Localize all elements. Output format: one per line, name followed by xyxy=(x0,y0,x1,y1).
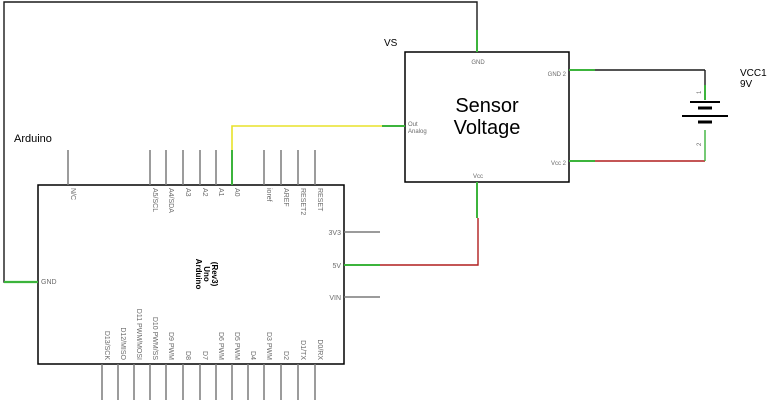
pin-label-a3: A3 xyxy=(184,188,191,197)
battery-pin2-label: 2 xyxy=(697,142,703,146)
sensor-analog-label: Analog xyxy=(408,129,427,135)
sensor-vcc2-label: Vcc 2 xyxy=(551,161,567,167)
pin-label-d1-tx: D1/TX xyxy=(299,340,306,360)
pin-label-a4-sda: A4/SDA xyxy=(167,188,174,213)
svg-text:Uno: Uno xyxy=(202,266,211,282)
pin-label-d4: D4 xyxy=(249,351,256,360)
sensor-title-line1: Sensor xyxy=(455,95,519,117)
pin-label-5v: 5V xyxy=(332,263,341,270)
arduino-top-pins: N/C A5/SCL A4/SDA A3 A2 A1 A0 ioref AREF RESET2 RE… xyxy=(67,150,323,215)
pin-label-d0-rx: D0/RX xyxy=(316,339,323,360)
pin-label-n-c: N/C xyxy=(69,188,76,200)
analog-wire[interactable] xyxy=(231,125,382,150)
arduino-gnd-label: GND xyxy=(41,279,57,286)
pin-label-3v3: 3V3 xyxy=(329,230,342,237)
sensor-title-line2: Voltage xyxy=(454,117,521,139)
pin-label-reset2: RESET2 xyxy=(299,188,306,215)
svg-text:(Rev3): (Rev3) xyxy=(210,262,219,287)
sensor-out-label: Out xyxy=(408,122,418,128)
pin-label-d3-pwm: D3 PWM xyxy=(265,332,272,360)
pin-label-d2: D2 xyxy=(282,351,289,360)
pin-label-ioref: ioref xyxy=(265,188,272,202)
battery-ref-label: VCC1 xyxy=(740,68,767,79)
pin-label-a5-scl: A5/SCL xyxy=(151,188,158,212)
pin-label-d13-sck: D13/SCK xyxy=(103,331,110,361)
sensor-gnd2-label: GND 2 xyxy=(548,72,567,78)
sensor-box[interactable] xyxy=(404,51,570,183)
arduino-board-title: Arduino Uno (Rev3) xyxy=(194,259,219,290)
battery-pin1-label: 1 xyxy=(697,90,703,94)
svg-text:Arduino: Arduino xyxy=(194,259,203,290)
sensor-gnd-label: GND xyxy=(471,60,485,66)
pin-label-a0: A0 xyxy=(233,188,240,197)
arduino-box[interactable] xyxy=(37,184,345,365)
pin-label-d8: D8 xyxy=(184,351,191,360)
sensor-ref-label: VS xyxy=(384,38,398,49)
pin-label-d6-pwm: D6 PWM xyxy=(217,332,224,360)
pin-label-d9-pwm: D9 PWM xyxy=(167,332,174,360)
pin-label-d11-pwm-mosi: D11 PWM/MOSI xyxy=(135,309,142,360)
pin-label-d5-pwm: D5 PWM xyxy=(233,332,240,360)
arduino-right-pins: 3V3 5V VIN xyxy=(329,230,380,302)
pin-label-d7: D7 xyxy=(201,351,208,360)
sensor-vcc-label: Vcc xyxy=(473,174,483,180)
pin-label-d12-miso: D12/MISO xyxy=(119,327,126,360)
pin-label-d10-pwm-ss: D10 PWM/SS xyxy=(151,317,158,361)
pin-label-aref: AREF xyxy=(282,188,289,207)
5v-wire[interactable] xyxy=(380,218,479,266)
pin-label-reset: RESET xyxy=(316,188,323,212)
arduino-name-label: Arduino xyxy=(14,133,52,145)
pin-label-a1: A1 xyxy=(217,188,224,197)
pin-label-vin: VIN xyxy=(329,295,341,302)
battery-value-label: 9V xyxy=(740,79,753,90)
battery-symbol[interactable] xyxy=(682,85,728,124)
pin-label-a2: A2 xyxy=(201,188,208,197)
arduino-bottom-pins: D13/SCK D12/MISO D11 PWM/MOSI D10 PWM/SS D9 … xyxy=(101,309,323,400)
